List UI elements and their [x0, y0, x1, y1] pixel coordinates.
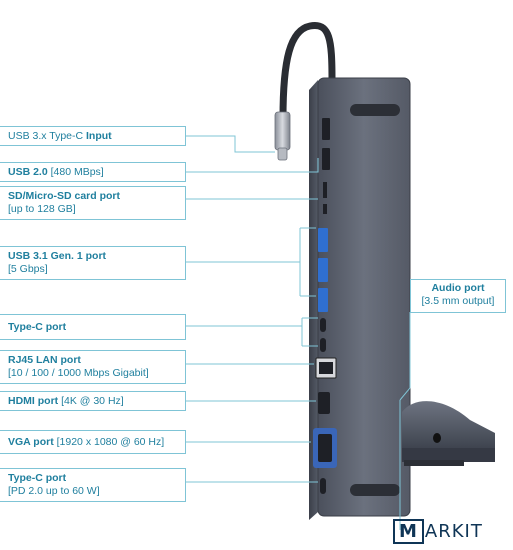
label-type-c: Type-C port — [0, 314, 186, 340]
label-usb31: USB 3.1 Gen. 1 port [5 Gbps] — [0, 246, 186, 280]
audio-inset — [402, 401, 495, 466]
label-audio-line2: [3.5 mm output] — [421, 295, 495, 307]
label-vga-light: [1920 x 1080 @ 60 Hz] — [53, 435, 165, 448]
label-usb2-light: [480 MBps] — [47, 165, 104, 178]
hub-body — [318, 78, 410, 516]
label-usb2-bold: USB 2.0 — [8, 165, 48, 178]
label-usb-c-input: USB 3.x Type-C Input — [0, 126, 186, 146]
label-type-c-pd: Type-C port [PD 2.0 up to 60 W] — [0, 468, 186, 502]
label-sd-card: SD/Micro-SD card port [up to 128 GB] — [0, 186, 186, 220]
brand-logo-rest: ARKIT — [424, 521, 483, 542]
label-input-bold: Input — [86, 129, 112, 142]
label-rj45-line1: RJ45 LAN port — [8, 354, 81, 366]
label-usb31-line1: USB 3.1 Gen. 1 port — [8, 250, 107, 262]
label-vga-bold: VGA port — [8, 435, 54, 448]
label-rj45-line2: [10 / 100 / 1000 Mbps Gigabit] — [8, 367, 149, 379]
brand-logo-boxed: M — [393, 519, 424, 544]
label-hdmi-bold: HDMI port — [8, 394, 59, 407]
label-usb31-line2: [5 Gbps] — [8, 263, 48, 275]
label-typec-line1: Type-C port — [8, 320, 67, 333]
label-typecpd-line1: Type-C port — [8, 472, 67, 484]
label-usb2: USB 2.0 [480 MBps] — [0, 162, 186, 182]
label-vga: VGA port [1920 x 1080 @ 60 Hz] — [0, 430, 186, 454]
label-sd-line2: [up to 128 GB] — [8, 203, 76, 215]
port-column — [313, 118, 337, 494]
leader-lines — [185, 135, 411, 530]
label-typecpd-line2: [PD 2.0 up to 60 W] — [8, 485, 100, 497]
usb-c-plug — [274, 111, 291, 151]
label-hdmi-light: [4K @ 30 Hz] — [58, 394, 124, 407]
label-audio-line1: Audio port — [431, 282, 485, 294]
label-input-pre: USB 3.x Type-C — [8, 129, 87, 142]
label-audio: Audio port [3.5 mm output] — [410, 279, 506, 313]
label-rj45: RJ45 LAN port [10 / 100 / 1000 Mbps Giga… — [0, 350, 186, 384]
label-sd-line1: SD/Micro-SD card port — [8, 190, 121, 202]
label-hdmi: HDMI port [4K @ 30 Hz] — [0, 391, 186, 411]
usb-cable — [279, 21, 336, 122]
